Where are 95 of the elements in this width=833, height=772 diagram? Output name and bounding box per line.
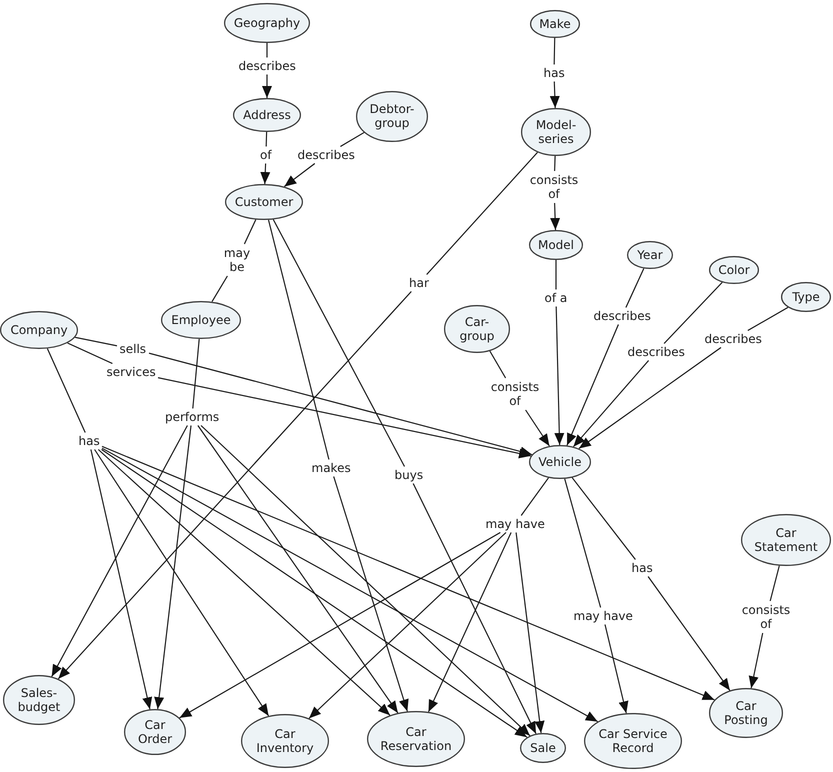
connector-line — [244, 219, 256, 244]
connector-line — [192, 338, 200, 409]
arrow — [550, 81, 560, 108]
connector-line — [555, 260, 557, 290]
concept-node: Sales-budget — [3, 675, 75, 725]
arrow — [525, 410, 550, 446]
linking-phrase: services — [106, 365, 157, 380]
arrow — [516, 532, 545, 734]
linking-phrase: describes — [704, 332, 763, 346]
linking-phrase: sells — [118, 342, 148, 356]
connector-line — [268, 220, 330, 460]
arrow — [148, 352, 532, 456]
connector-line — [664, 282, 723, 344]
connector-line — [212, 276, 228, 302]
linking-phrase: makes — [310, 461, 352, 476]
concept-node: Car Posting — [709, 688, 783, 738]
concept-node: Address — [233, 98, 301, 132]
concept-node: Car Statement — [741, 514, 831, 566]
connector-line — [74, 336, 118, 346]
concept-node: Company — [0, 311, 78, 349]
arrow — [578, 347, 722, 449]
arrow — [566, 324, 619, 446]
connector-line — [67, 342, 113, 364]
arrow — [58, 291, 412, 680]
arrow — [554, 306, 564, 446]
connector-line — [554, 156, 556, 172]
linking-phrase: buys — [394, 468, 424, 482]
connector-line — [748, 306, 788, 331]
arrow — [412, 483, 536, 734]
arrow — [604, 624, 628, 714]
connector-line — [770, 566, 780, 602]
arrow — [158, 377, 532, 458]
concept-node: Employee — [161, 301, 241, 339]
arrow — [154, 425, 192, 710]
concept-node: Geography — [224, 3, 310, 43]
arrow — [550, 202, 560, 230]
concept-node: Color — [709, 256, 759, 284]
arrow — [648, 576, 730, 691]
connector-line — [554, 38, 556, 65]
concept-node: Car Service Record — [584, 713, 682, 769]
connector-line — [564, 478, 602, 608]
linking-phrase: describes — [238, 59, 297, 74]
arrow — [428, 532, 512, 712]
linking-phrase: describes — [296, 148, 356, 162]
linking-phrase: may have — [572, 609, 634, 624]
arrow — [333, 476, 409, 712]
concept-node: Car Inventory — [241, 714, 329, 768]
arrow — [179, 532, 501, 718]
arrow — [90, 449, 152, 710]
connector-line — [520, 477, 549, 516]
concept-node: Customer — [225, 184, 303, 220]
concept-node: Sale — [520, 733, 566, 763]
connector-line — [266, 43, 268, 58]
linking-phrase: may have — [484, 517, 546, 532]
connector-line — [426, 152, 538, 275]
linking-phrase: has — [630, 561, 654, 576]
concept-node: Make — [530, 10, 580, 38]
connector-line — [489, 350, 506, 378]
connector-line — [572, 477, 636, 560]
arrow — [748, 632, 764, 688]
concept-node: Type — [781, 282, 831, 312]
linking-phrase: har — [408, 276, 430, 290]
linking-phrase: has — [542, 66, 566, 80]
arrow — [102, 446, 715, 700]
linking-phrase: describes — [592, 309, 652, 324]
arrow — [197, 425, 398, 714]
arrow — [260, 163, 270, 184]
linking-phrase: has — [78, 434, 101, 448]
concept-node: Car-group — [444, 305, 510, 353]
arrow — [572, 360, 650, 448]
connector-line — [46, 348, 86, 433]
arrow — [101, 449, 528, 738]
concept-node: Vehicle — [529, 445, 591, 479]
arrow — [262, 74, 272, 98]
concept-node: Debtor-group — [356, 90, 428, 142]
connector-line — [340, 132, 365, 147]
arrow — [94, 449, 270, 716]
connector-line — [266, 132, 268, 147]
concept-node: Year — [627, 241, 673, 269]
concept-node: Model-series — [521, 108, 591, 156]
connector-line — [272, 219, 405, 467]
arrow — [98, 449, 390, 716]
arrow — [102, 448, 598, 722]
connector-line — [625, 268, 644, 308]
arrow — [284, 163, 316, 188]
linking-phrase: of a — [544, 291, 568, 306]
linking-phrase: describes — [626, 345, 686, 360]
concept-node: Model — [529, 230, 583, 260]
linking-phrase: performs — [164, 410, 220, 424]
concept-node: Car Order — [124, 709, 186, 755]
concept-node: Car Reservation — [367, 711, 465, 767]
arrow — [200, 425, 530, 736]
linking-phrase: of — [259, 148, 273, 162]
arrow — [51, 425, 188, 677]
arrow — [308, 532, 506, 719]
